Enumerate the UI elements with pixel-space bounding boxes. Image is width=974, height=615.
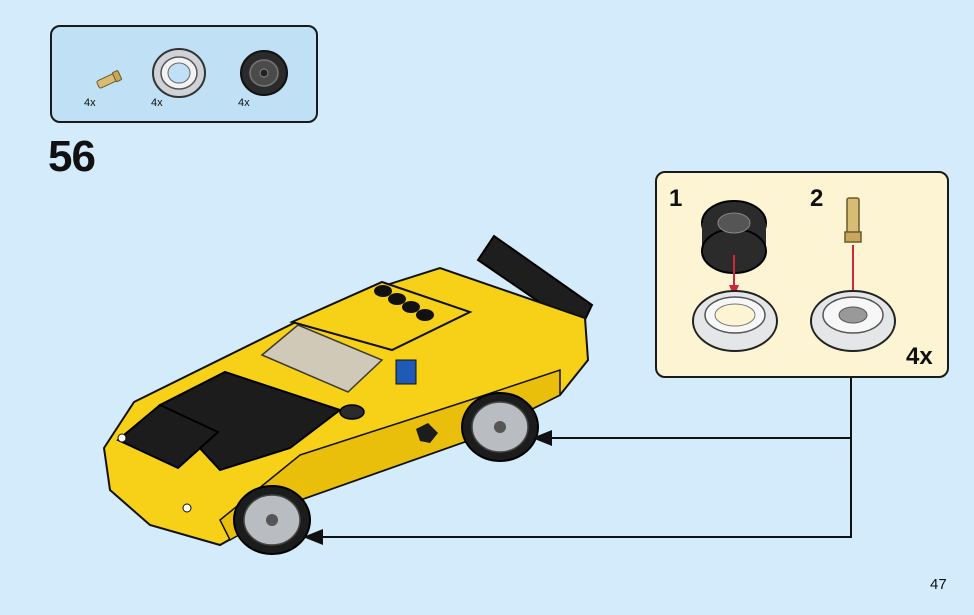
wheel-rim-icon — [240, 50, 288, 96]
arrow-head-front — [303, 529, 323, 545]
side-mirror — [339, 404, 365, 420]
headlight-right — [182, 503, 192, 513]
car-grille — [116, 403, 220, 470]
arrow-head-rear — [532, 430, 552, 446]
car-hood — [158, 370, 343, 472]
step-number: 56 — [48, 132, 96, 181]
parts-qty-tire: 4x — [151, 97, 163, 109]
sub-step-1-number: 1 — [669, 185, 683, 212]
callout-arrows — [316, 378, 852, 538]
axle-pin-icon — [96, 70, 123, 89]
parts-list-icons — [96, 48, 288, 98]
parts-list-box: 4x 4x 4x — [50, 25, 318, 123]
parts-qty-axle-pin: 4x — [84, 97, 96, 109]
sub-assembly-illustration — [692, 197, 896, 352]
headlight-left — [117, 433, 127, 443]
tire-icon — [152, 48, 206, 98]
sub-assembly-multiplier: 4x — [906, 343, 933, 370]
car-roof — [289, 280, 473, 352]
rear-wheel — [461, 392, 539, 462]
wheel-rim-icon — [701, 200, 767, 274]
sub-assembly-box: 1 2 4x — [655, 171, 949, 378]
side-decal-icon — [416, 423, 438, 443]
axle-pin-icon — [844, 197, 862, 243]
car-windshield — [260, 324, 384, 393]
car-seat — [395, 359, 417, 385]
tire-with-rim-icon — [810, 290, 896, 352]
sub-step-2-number: 2 — [810, 185, 824, 212]
tire-icon — [692, 290, 778, 352]
page-number: 47 — [930, 576, 947, 593]
parts-qty-wheel-rim: 4x — [238, 97, 250, 109]
front-wheel — [233, 485, 311, 555]
roof-studs — [374, 285, 434, 321]
